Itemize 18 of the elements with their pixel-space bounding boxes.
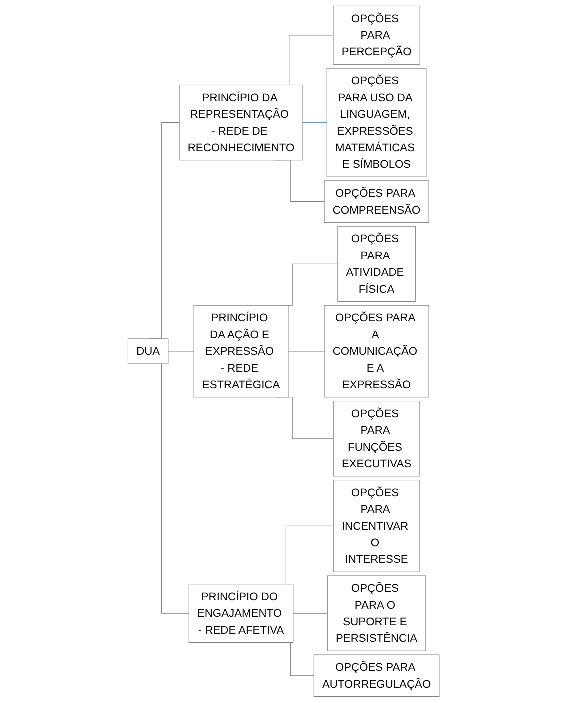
node-box bbox=[194, 305, 289, 398]
tree-diagram: DUA PRINCÍPIO DA REPRESENTAÇÃO - REDE DE RECONHECIMENTO OPÇÕES PARA PERCEPÇÃO OPÇÕES PARA USO DA LINGUAGEM, EXPRESSÕES MATEMÁTICAS E SÍMBOLOS OPÇÕES PARA COMPREENSÃO PRINCÍPIO DA AÇÃO E EXPRESSÃO - REDE ESTRATÉGICA OPÇÕES PARA ATIVIDADE FÍSICA OPÇÕES PARA A COMUNICAÇÃO E A EXPRESSÃO OPÇÕES PARA FUNÇÕES EXECUTIVAS PRINCÍPIO DO ENGAJAMENTO - REDE AFETIVA OPÇÕES PARA INCENTIVAR O INTERESSE OPÇÕES PARA O SUPORTE E PERSISTÊNCIA OPÇÕES PARA AUTORREGULAÇÃO bbox=[126, 4, 442, 699]
node-box bbox=[327, 68, 427, 178]
node-box bbox=[333, 480, 420, 572]
node-box bbox=[324, 305, 430, 398]
node-box bbox=[189, 584, 294, 644]
node-box bbox=[324, 180, 430, 223]
node-box bbox=[333, 401, 420, 477]
node-box bbox=[179, 84, 304, 161]
node-box bbox=[338, 226, 416, 302]
node-box bbox=[333, 6, 420, 65]
connector bbox=[288, 351, 325, 352]
node-box bbox=[314, 654, 440, 698]
connector bbox=[302, 122, 328, 124]
node-box bbox=[328, 576, 426, 652]
node-box bbox=[128, 338, 169, 364]
connector bbox=[293, 613, 328, 614]
connector bbox=[168, 351, 194, 352]
